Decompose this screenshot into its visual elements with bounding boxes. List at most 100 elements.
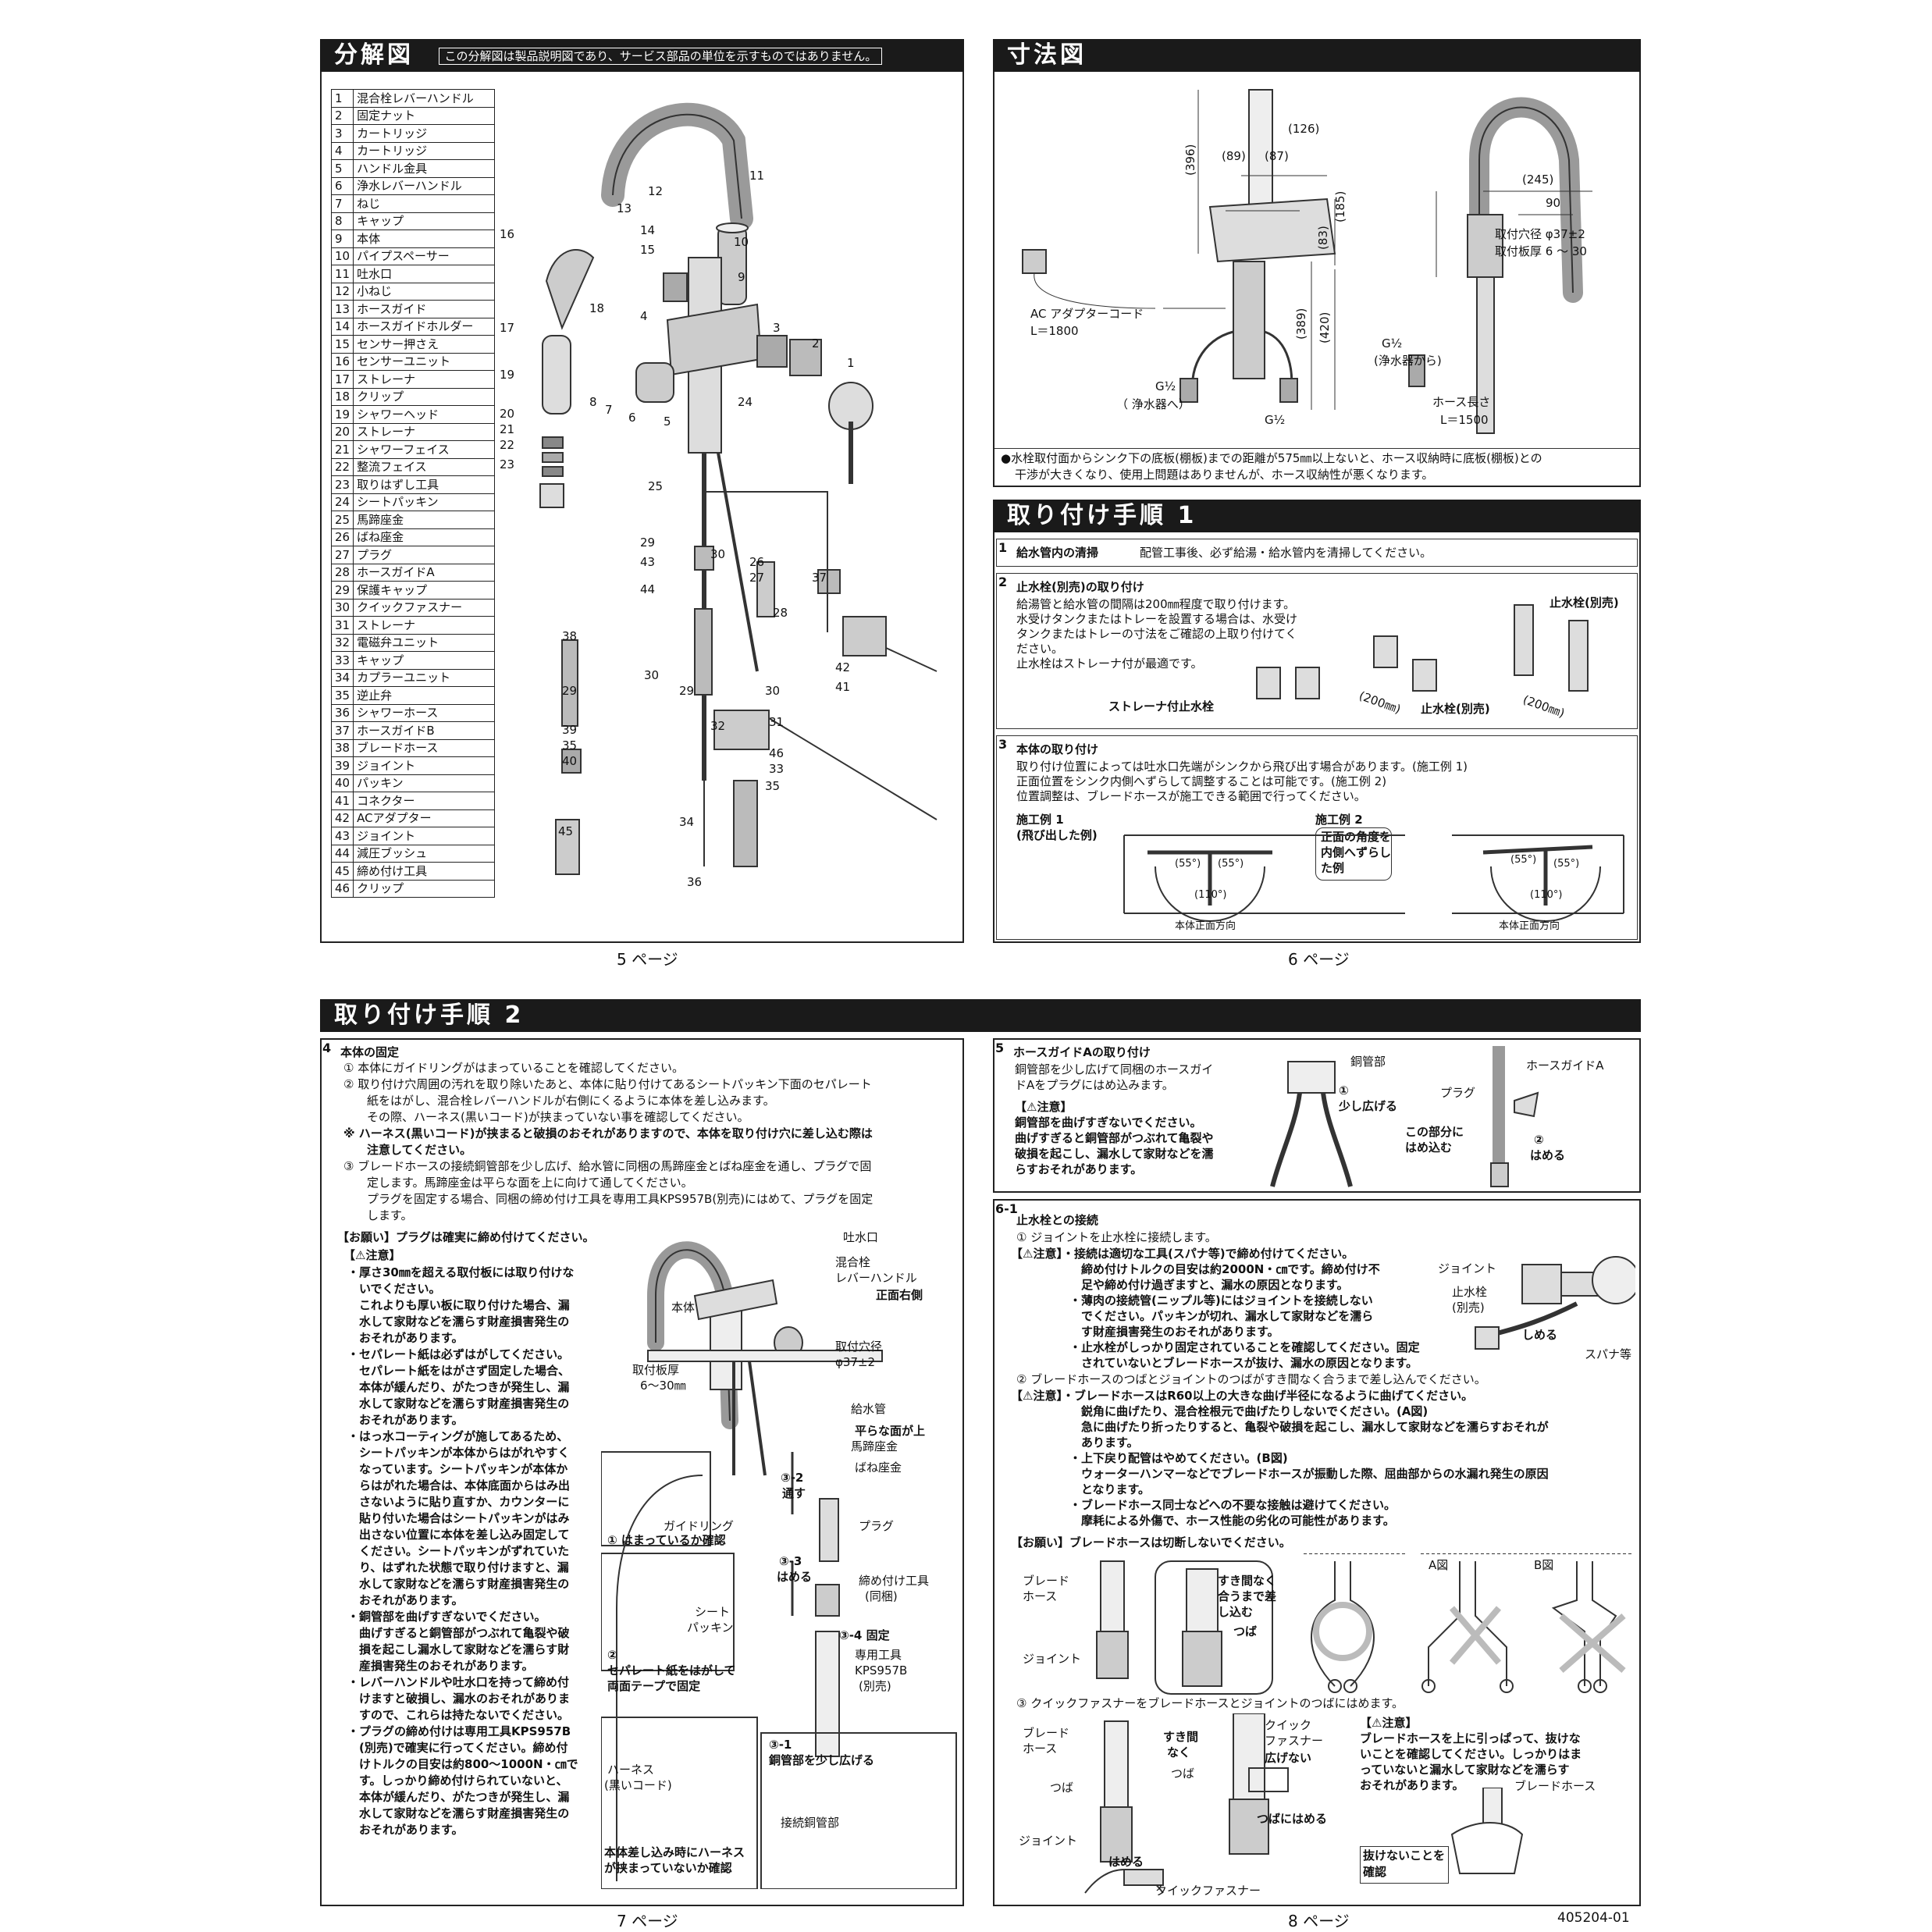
lever-label-2: レバーハンドル [835,1271,917,1285]
step-4-note-line: 出さない位置に本体を差し込み固定して [347,1528,570,1542]
part-name: 小ねじ [353,282,496,301]
part-name: センサー押さえ [353,335,496,354]
body-label: 本体 [671,1300,695,1315]
part-callout: 30 [644,668,659,682]
tighten-label: しめる [1522,1328,1557,1342]
exploded-header: 分解図 この分解図は製品説明図であり、サービス部品の単位を示すものではありません… [320,39,964,72]
front-right-label: 正面右側 [876,1288,923,1302]
step-6-caution-1-line: 【⚠注意】・接続は適切な工具(スパナ等)で締め付けてください。 [1011,1247,1354,1261]
part-callout: 37 [812,571,827,585]
example-1-title: 施工例 1 [1016,813,1064,827]
joint-label-3: ジョイント [1019,1834,1077,1848]
ac-cord-label: AC アダプターコード [1030,307,1144,321]
part-number: 41 [330,792,354,810]
step-4-note-line: シートパッキンが本体からはがれやすく [347,1446,570,1460]
part-callout: 40 [562,754,577,768]
part-callout: 31 [769,715,784,729]
angle-55-b: (55°) [1218,858,1244,870]
part-callout: 5 [664,415,671,429]
horseshoe-washer-label: 馬蹄座金 [851,1439,898,1453]
part-number: 37 [330,721,354,740]
angle-55-c: (55°) [1510,854,1536,866]
part-name: パッキン [353,774,496,792]
part-number: 30 [330,598,354,617]
part-number: 25 [330,511,354,529]
step-5-h3: ② [1534,1133,1544,1147]
part-number: 8 [330,212,354,230]
step-4-note-line: 水して家財などを濡らす財産損害発生の [347,1397,570,1411]
part-number: 46 [330,879,354,898]
step-1-number: 1 [998,540,1008,555]
harness-label-2: (黒いコード) [604,1778,672,1792]
front-direction-b: 本体正面方向 [1499,920,1560,932]
quick-fastener-label-2: ファスナー [1265,1734,1323,1748]
step-3-line: 位置調整は、ブレードホースが施工できる範囲で行ってください。 [1016,789,1366,803]
part-name: シャワーフェイス [353,440,496,459]
step-5-line: 銅管部を少し広げて同梱のホースガイ [1015,1062,1214,1076]
step-4-note-line: 損を起こし漏水して家財などを濡らす財 [347,1642,570,1656]
part-number: 6 [330,176,354,195]
flange-label-3: つば [1050,1781,1073,1795]
step-2-number: 2 [998,575,1008,589]
step-6-caution-2-line: ・上下戻り配管はやめてください。(B図) [1011,1451,1288,1465]
part-name: 取りはずし工具 [353,475,496,494]
pull-check-1: 抜けないことを [1363,1848,1446,1863]
step-3-2-label: ③-2 [781,1471,803,1485]
step-4-note-line: ・セパレート紙は必ずはがしてください。 [347,1347,570,1361]
part-name: パイプスペーサー [353,247,496,265]
part-callout: 3 [773,321,781,335]
mount-thickness: 取付板厚 6 ～ 30 [1495,244,1587,258]
step-4-note-line: 産損害発生のおそれがあります。 [347,1659,534,1673]
hose-length-label: ホース長さ [1432,395,1490,409]
step-3-2-desc: 通す [782,1486,806,1500]
part-number: 10 [330,247,354,265]
part-callout: 35 [765,779,780,793]
part-number: 4 [330,141,354,160]
angle-55-a: (55°) [1175,858,1201,870]
part-name: シャワーホース [353,703,496,722]
part-number: 18 [330,387,354,406]
part-callout: 44 [640,582,655,596]
part-callout: 32 [710,719,725,733]
lever-label-1: 混合栓 [835,1255,870,1269]
g-half-2: G½ [1265,413,1285,427]
strainer-valve-label: ストレーナ付止水栓 [1108,699,1215,713]
stop-valve-label-3: 止水栓 [1452,1285,1487,1299]
part-name: 減圧ブッシュ [353,844,496,863]
part-callout: 39 [562,723,577,737]
part-number: 14 [330,317,354,336]
angle-55-d: (55°) [1553,858,1579,870]
spout-label: 吐水口 [843,1230,878,1244]
step-4-note-line: いでください。 [347,1282,441,1296]
part-name: 締め付け工具 [353,862,496,881]
dim-87: (87) [1265,149,1289,163]
step-1-box [996,539,1638,567]
step-5-part-1: この部分に [1405,1125,1464,1139]
step-4-note-line: なっています。シートパッキンが本体か [347,1462,568,1476]
front-direction-a: 本体正面方向 [1175,920,1236,932]
part-name: 本体 [353,229,496,248]
part-number: 13 [330,300,354,318]
part-number: 35 [330,686,354,705]
step-6-caution-3-line: 【⚠注意】 [1360,1716,1418,1730]
part-name: キャップ [353,212,496,230]
step-4-note-line: すので、これらは持たないでください。 [347,1708,569,1722]
dim-185: (185) [1333,191,1347,222]
part-callout: 16 [500,227,514,241]
step-2-box [996,573,1638,729]
step-5-note-line: 銅管部を曲げすぎないでください。 [1015,1115,1202,1130]
part-number: 29 [330,581,354,600]
sheet-label-2: パッキン [687,1621,734,1635]
part-callout: 29 [640,535,655,550]
step-4-note-line: 本体が緩んだり、がたつきが発生し、漏 [347,1380,570,1394]
spring-washer-label: ばね座金 [855,1461,902,1475]
